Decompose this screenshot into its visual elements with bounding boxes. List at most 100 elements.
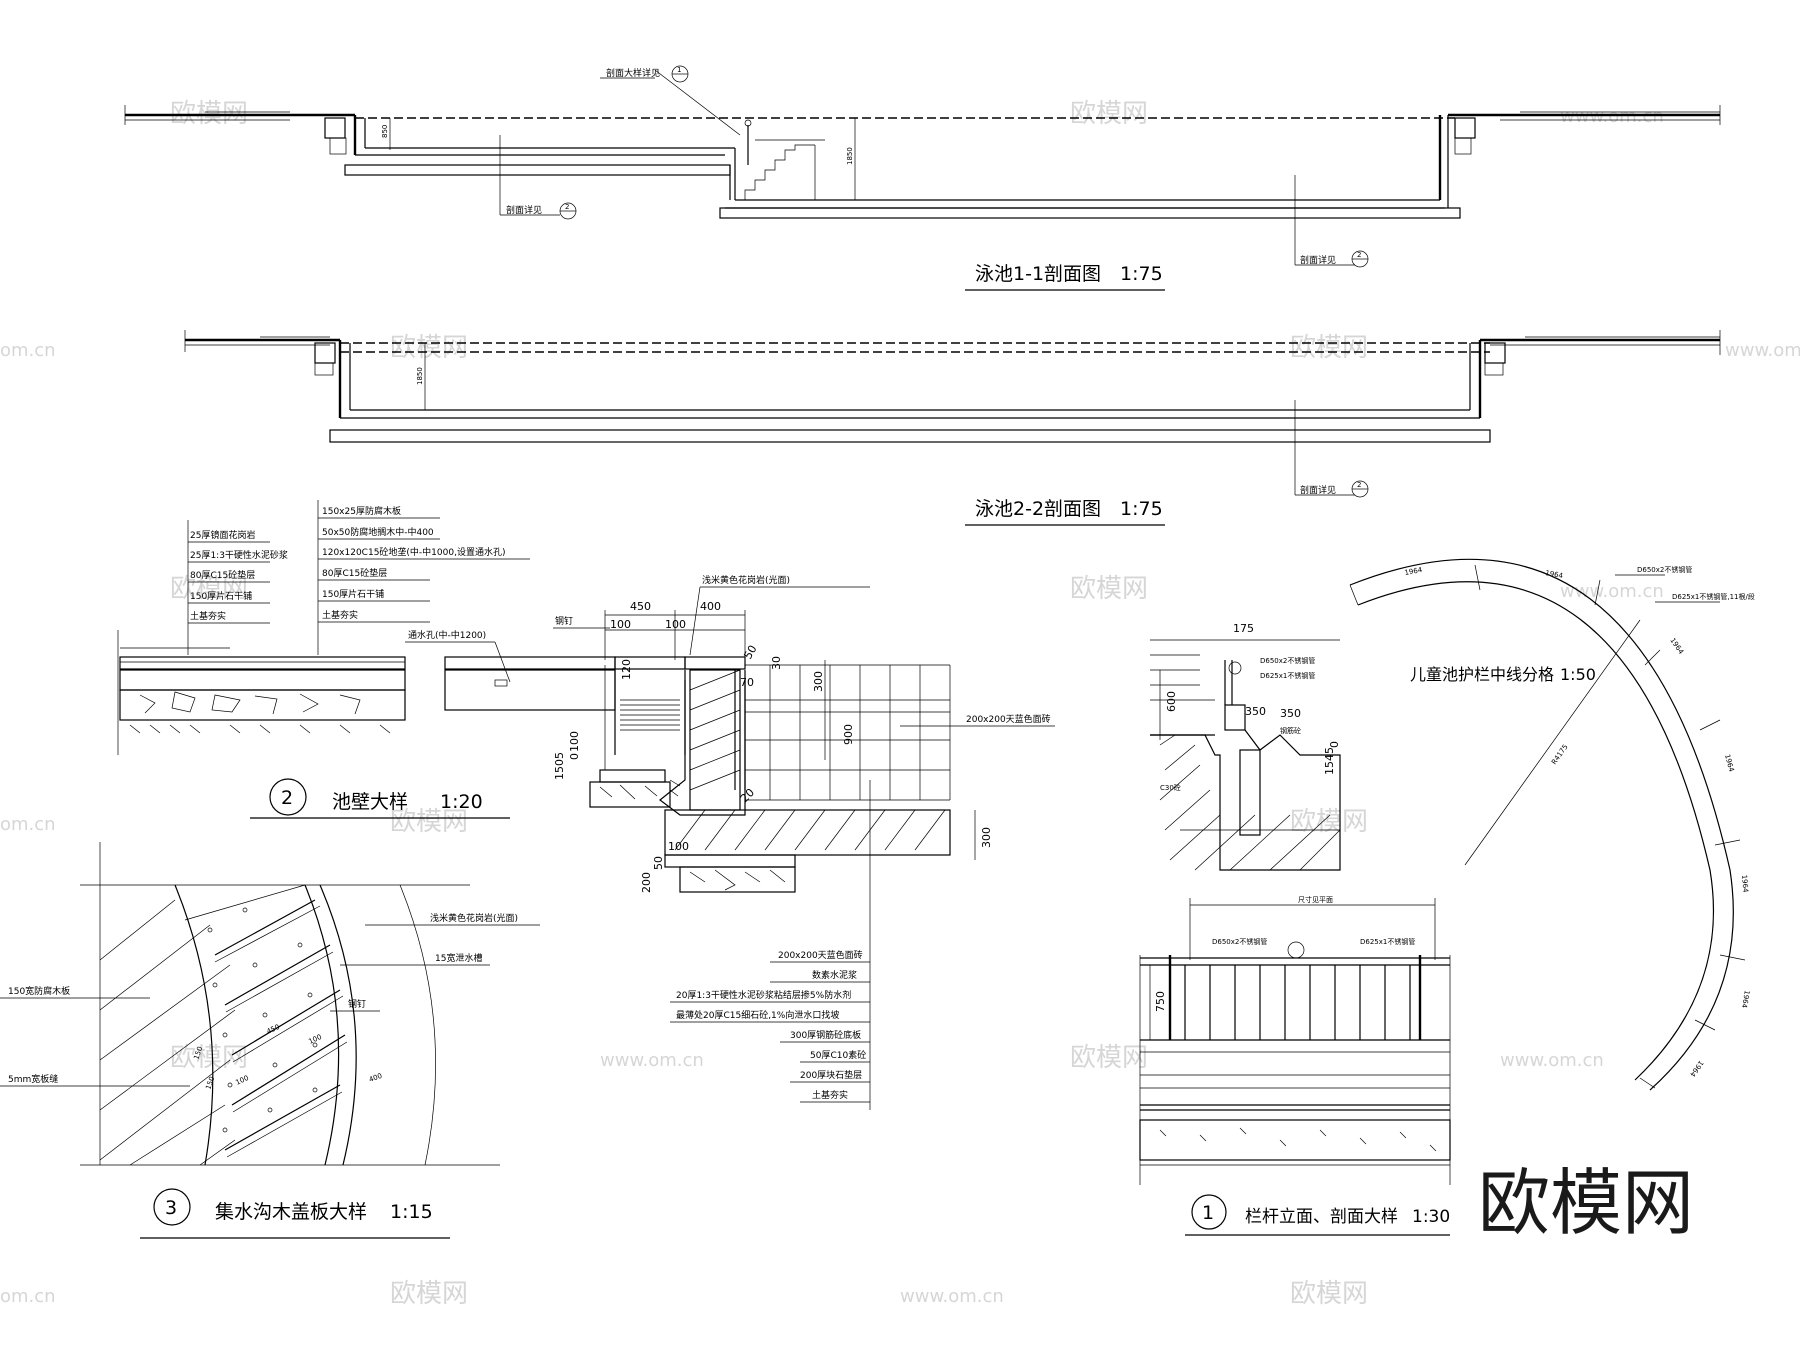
rail-note: D625x1不锈钢管 — [1260, 671, 1315, 680]
layer-label: 80厚C15砼垫层 — [190, 569, 255, 581]
dimension-text: 300 — [980, 827, 993, 848]
rail-detail: 175 600 350 350 1545 0 D650x2不锈钢管 D625x1… — [1139, 622, 1451, 1236]
layer-label: 土基夯实 — [190, 610, 226, 622]
layer-label: 150厚片石干铺 — [190, 590, 252, 602]
svg-text:1850: 1850 — [846, 147, 854, 165]
svg-text:850: 850 — [381, 125, 389, 138]
rail-note: 钢筋砼 — [1280, 726, 1301, 735]
rail-note: D650x2不锈钢管 — [1260, 656, 1315, 665]
watermark-site: www.om.cn — [600, 1050, 704, 1071]
layer-label: 50厚C10素砼 — [810, 1049, 866, 1061]
dimension-text: 0 — [1328, 741, 1341, 748]
watermark-brand: 欧模网 — [170, 574, 248, 604]
layer-label: 120x120C15砼地垄(中-中1000,设置通水孔) — [322, 546, 505, 558]
watermark-site: www.om.cn — [1560, 106, 1664, 127]
detail-callout-2: 剖面详见 — [506, 204, 542, 216]
segment-dimension: 1964 — [1688, 1059, 1705, 1079]
watermark-site: om.cn — [0, 1286, 56, 1307]
vent-hole-label: 通水孔(中-中1200) — [408, 629, 486, 641]
segment-dimension: 1964 — [1740, 990, 1751, 1009]
dimension-text: 350 — [1280, 707, 1301, 720]
dimension-text: 450 — [265, 1023, 281, 1036]
brand-watermark: 欧模网 — [1478, 1161, 1694, 1245]
nail-label: 钢钉 — [555, 615, 573, 627]
rail-detail-title: 栏杆立面、剖面大样 — [1245, 1207, 1398, 1227]
watermark-layer: 欧模网 欧模网 www.om.cn 欧模网 欧模网 om.cn www.om.c… — [0, 99, 1800, 1309]
dimension-text: 400 — [368, 1072, 383, 1084]
watermark-brand: 欧模网 — [1290, 807, 1368, 837]
watermark-site: om.cn — [0, 814, 56, 835]
layer-label: 土基夯实 — [812, 1089, 848, 1101]
dimension-text: 400 — [700, 600, 721, 613]
rail-plan: R4175 1964 1964 1964 1964 1964 1964 1964… — [1349, 558, 1755, 1091]
drain-cover-detail: 浅米黄色花岗岩(光面) 15宽泄水槽 150宽防腐木板 钢钉 5mm宽板缝 45… — [0, 842, 540, 1239]
mid-layer-labels: 150x25厚防腐木板 50x50防腐地搁木中-中400 120x120C15砼… — [318, 505, 530, 623]
dimension-text: 300 — [812, 671, 825, 692]
left-layer-labels: 25厚镜面花岗岩 25厚1:3干硬性水泥砂浆 80厚C15砼垫层 150厚片石干… — [188, 529, 288, 624]
layer-label: 25厚1:3干硬性水泥砂浆 — [190, 549, 288, 561]
dimension-text: 100 — [234, 1074, 250, 1087]
rail-note: C30砼 — [1160, 783, 1181, 792]
watermark-site: www.om.cn — [1560, 581, 1664, 602]
section-2-2-title: 泳池2-2剖面图 — [975, 498, 1101, 520]
dimension-text: 1505 — [553, 752, 566, 780]
cover-label: 150宽防腐木板 — [8, 985, 70, 997]
layer-label: 25厚镜面花岗岩 — [190, 529, 255, 541]
layer-label: 数素水泥浆 — [812, 969, 857, 981]
detail-marker-number: 1 — [677, 66, 681, 74]
layer-label: 土基夯实 — [322, 609, 358, 621]
dimension-text: 70 — [740, 676, 754, 689]
cover-detail-title: 集水沟木盖板大样 — [215, 1201, 367, 1223]
svg-text:1850: 1850 — [416, 367, 424, 385]
rail-note: D625x1不锈钢管 — [1360, 937, 1415, 946]
layer-label: 300厚钢筋砼底板 — [790, 1029, 861, 1041]
pool-section-1-1: 1850 850 剖面大样详见 1 剖面详见 2 剖面详见 2 泳池1-1剖面图… — [124, 65, 1721, 291]
segment-dimension: 1964 — [1740, 874, 1750, 893]
section-2-2-scale: 1:75 — [1120, 498, 1163, 520]
layer-label: 150厚片石干铺 — [322, 588, 384, 600]
pool-section-2-2: 1850 剖面详见 2 泳池2-2剖面图 1:75 — [184, 330, 1721, 526]
layer-label: 20厚1:3干硬性水泥砂浆粘结层掺5%防水剂 — [676, 989, 851, 1001]
detail-marker-number: 2 — [1357, 481, 1361, 489]
watermark-brand: 欧模网 — [1290, 333, 1368, 363]
cover-detail-number: 3 — [165, 1197, 177, 1219]
wall-detail-scale: 1:20 — [440, 791, 483, 813]
detail-marker-number: 2 — [1357, 251, 1361, 259]
wall-detail-number: 2 — [281, 787, 293, 809]
tile-label: 200x200天蓝色面砖 — [966, 713, 1051, 725]
bottom-layer-labels: 200x200天蓝色面砖 数素水泥浆 20厚1:3干硬性水泥砂浆粘结层掺5%防水… — [670, 949, 870, 1103]
watermark-site: www.om.cn — [900, 1286, 1004, 1307]
watermark-brand: 欧模网 — [170, 1043, 248, 1073]
detail-callout-1: 剖面大样详见 — [606, 67, 660, 79]
dimension-text: 600 — [1165, 691, 1178, 712]
rail-note: D650x2不锈钢管 — [1212, 937, 1267, 946]
detail-callout-4: 剖面详见 — [1300, 484, 1336, 496]
layer-label: 150x25厚防腐木板 — [322, 505, 401, 517]
dimension-text: 100 — [568, 731, 581, 752]
rail-plan-scale: 1:50 — [1560, 665, 1596, 684]
dimension-text: 750 — [1154, 991, 1167, 1012]
dimension-text: 150 — [204, 1075, 216, 1090]
dimension-text: 0 — [568, 753, 581, 760]
dimension-text: 1545 — [1323, 747, 1336, 775]
detail-number-circle — [1191, 1194, 1227, 1230]
rail-plan-title: 儿童池护栏中线分格 — [1410, 665, 1554, 684]
dimension-text: 100 — [665, 618, 686, 631]
dimension-text: 450 — [630, 600, 651, 613]
layer-label: 50x50防腐地搁木中-中400 — [322, 526, 434, 538]
coping-label: 浅米黄色花岗岩(光面) — [702, 574, 790, 586]
tile-grid — [745, 664, 951, 801]
dimension-text: 20 — [738, 786, 757, 805]
cover-detail-scale: 1:15 — [390, 1201, 433, 1223]
watermark-brand: 欧模网 — [1070, 99, 1148, 129]
pool-wall-detail: 25厚镜面花岗岩 25厚1:3干硬性水泥砂浆 80厚C15砼垫层 150厚片石干… — [117, 500, 1055, 1110]
rail-note: D625x1不锈钢管,11根/段 — [1672, 592, 1755, 601]
watermark-brand: 欧模网 — [1070, 574, 1148, 604]
dimension-text: 30 — [770, 656, 783, 670]
dimension-text: 100 — [668, 840, 689, 853]
watermark-site: www.om.cn — [1500, 1050, 1604, 1071]
dimension-text: 175 — [1233, 622, 1254, 635]
detail-number-circle — [153, 1188, 191, 1226]
dimension-text: 200 — [640, 872, 653, 893]
